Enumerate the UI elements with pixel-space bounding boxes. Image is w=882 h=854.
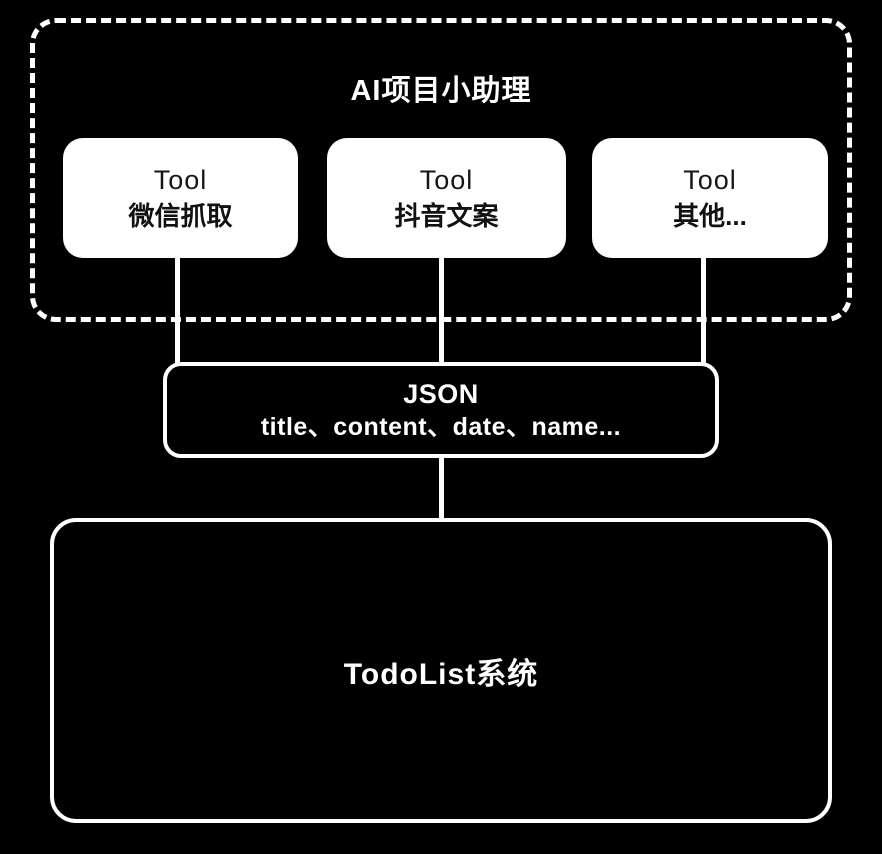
assistant-group: AI项目小助理 Tool 微信抓取 Tool 抖音文案 Tool 其他... bbox=[30, 18, 852, 322]
json-node: JSON title、content、date、name... bbox=[163, 362, 719, 458]
tool-type-label: Tool bbox=[683, 165, 737, 195]
tool-name-label: 微信抓取 bbox=[128, 201, 233, 231]
tool-node-other: Tool 其他... bbox=[592, 138, 828, 258]
tool-name-label: 抖音文案 bbox=[394, 201, 499, 231]
connector-tool-other-to-json bbox=[701, 250, 706, 366]
json-node-title: JSON bbox=[403, 378, 479, 409]
todolist-node: TodoList系统 bbox=[50, 518, 832, 823]
tool-node-douyin: Tool 抖音文案 bbox=[327, 138, 566, 258]
tool-node-wechat: Tool 微信抓取 bbox=[63, 138, 298, 258]
connector-json-to-todolist bbox=[439, 455, 444, 523]
assistant-group-title: AI项目小助理 bbox=[350, 75, 532, 107]
tool-name-label: 其他... bbox=[673, 201, 747, 231]
tool-type-label: Tool bbox=[153, 165, 208, 195]
tool-type-label: Tool bbox=[419, 165, 474, 195]
connector-tool-douyin-to-json bbox=[439, 250, 444, 366]
connector-tool-wechat-to-json bbox=[175, 250, 180, 366]
todolist-node-label: TodoList系统 bbox=[343, 657, 539, 691]
json-node-fields: title、content、date、name... bbox=[260, 412, 622, 441]
